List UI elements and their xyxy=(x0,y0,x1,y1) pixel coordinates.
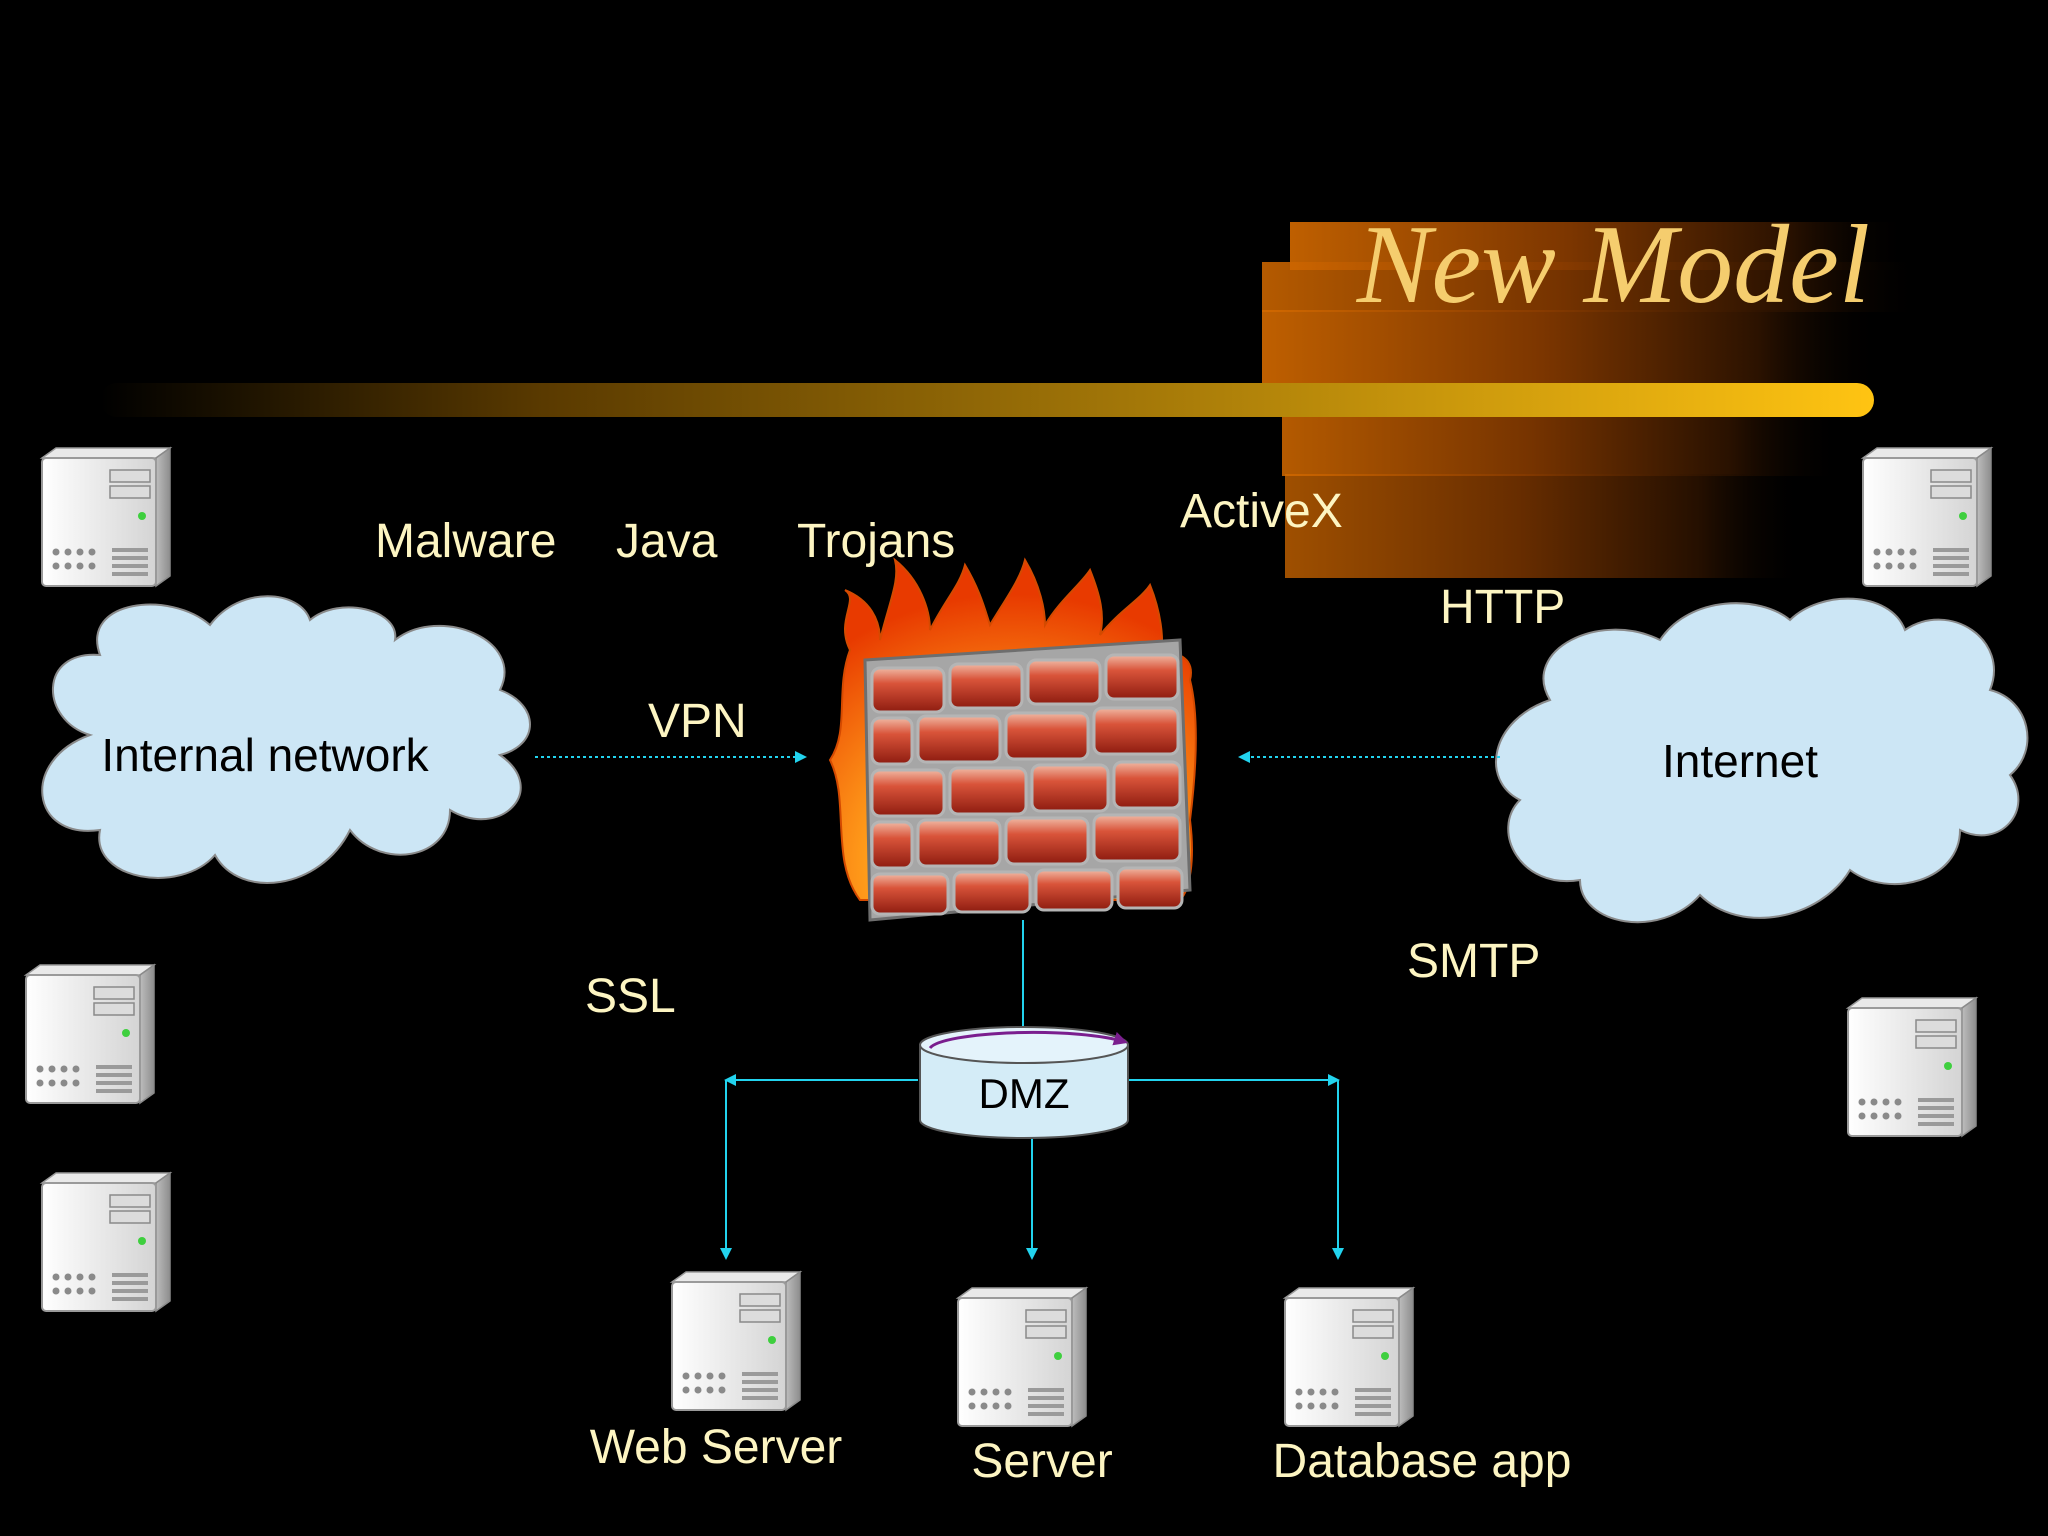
dmz-label: DMZ xyxy=(979,1070,1070,1117)
burning-brick-wall-icon xyxy=(828,557,1197,922)
label-ssl: SSL xyxy=(585,970,676,1023)
server-label: Server xyxy=(971,1435,1112,1488)
web-server: Web Server xyxy=(590,1271,843,1474)
label-http: HTTP xyxy=(1440,581,1565,634)
firewall xyxy=(828,557,1197,922)
label-activex: ActiveX xyxy=(1180,485,1343,538)
internet-label: Internet xyxy=(1662,735,1818,787)
label-java: Java xyxy=(616,515,718,568)
server-icon xyxy=(671,1271,801,1411)
server-icon xyxy=(41,447,171,587)
server-icon xyxy=(1862,447,1992,587)
cloud-icon xyxy=(1495,597,2029,924)
header-decoration xyxy=(100,222,1922,578)
server-icon xyxy=(25,964,155,1104)
label-trojans: Trojans xyxy=(797,515,955,568)
database-app-label: Database app xyxy=(1273,1435,1572,1488)
connections xyxy=(535,751,1500,1260)
server-icon xyxy=(1847,997,1977,1137)
dmz-node: DMZ xyxy=(919,1026,1129,1139)
internal-network-label: Internal network xyxy=(101,729,429,781)
label-smtp: SMTP xyxy=(1407,935,1540,988)
label-malware: Malware xyxy=(375,515,556,568)
web-server-label: Web Server xyxy=(590,1421,843,1474)
server: Server xyxy=(957,1287,1113,1488)
server-icon xyxy=(957,1287,1087,1427)
internal-network-cloud: Internal network xyxy=(41,595,531,884)
internet-cloud: Internet xyxy=(1495,597,2029,924)
cloud-icon xyxy=(41,595,531,884)
server-icon xyxy=(1284,1287,1414,1427)
label-vpn: VPN xyxy=(648,695,747,748)
database-app: Database app xyxy=(1273,1287,1572,1488)
slide-title: New Model xyxy=(1356,203,1870,327)
server-icon xyxy=(41,1172,171,1312)
